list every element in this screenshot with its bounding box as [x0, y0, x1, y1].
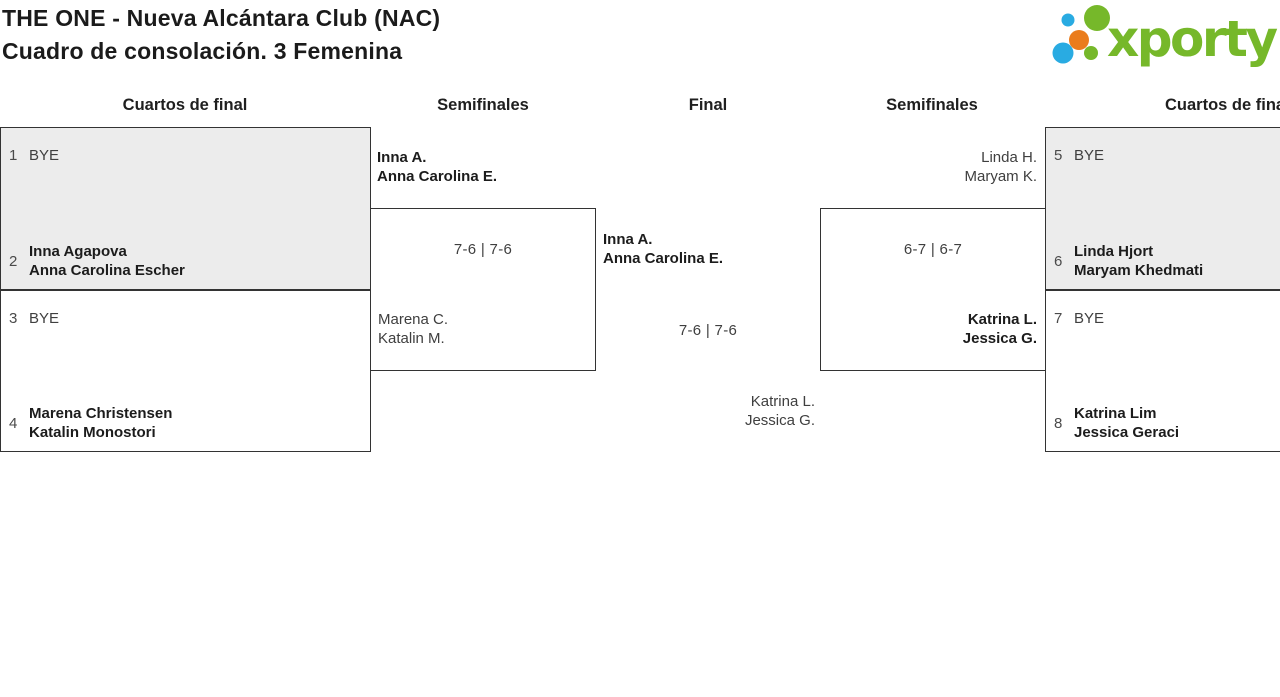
player-name-bye: BYE: [1074, 310, 1105, 327]
match-box-qf3[interactable]: 5 BYE 6 Linda Hjort Maryam Khedmati: [1045, 127, 1280, 290]
seed-number: 8: [1054, 414, 1063, 432]
page-title: THE ONE - Nueva Alcántara Club (NAC) Cua…: [2, 2, 440, 68]
player-name: Katrina L.: [750, 393, 815, 410]
sf-left-winner-label: Inna A. Anna Carolina E.: [377, 148, 497, 186]
match-score: 6-7 | 6-7: [903, 241, 963, 258]
tournament-title: THE ONE - Nueva Alcántara Club (NAC): [2, 5, 441, 31]
pair-names-winner: Katrina L. Jessica G.: [963, 310, 1037, 348]
sf-right-loser-label: Linda H. Maryam K.: [964, 148, 1037, 186]
match-box-qf4[interactable]: 7 BYE 8 Katrina Lim Jessica Geraci: [1045, 290, 1280, 452]
player-name-bye: BYE: [29, 310, 60, 327]
player-name: Maryam Khedmati: [1074, 262, 1204, 279]
player-name: Jessica G.: [744, 412, 815, 429]
pair-names: Katrina Lim Jessica Geraci: [1074, 404, 1179, 442]
pair-names: Inna Agapova Anna Carolina Escher: [29, 242, 185, 280]
player-name: Linda H.: [981, 149, 1037, 166]
player-name: Inna Agapova: [29, 243, 127, 260]
slot-seed-3: 3 BYE: [9, 309, 364, 328]
player-name: Linda Hjort: [1074, 243, 1154, 260]
match-box-sf-right[interactable]: 6-7 | 6-7 Katrina L. Jessica G.: [820, 208, 1046, 371]
player-name: Inna A.: [603, 231, 653, 248]
slot-seed-4: 4 Marena Christensen Katalin Monostori: [9, 404, 364, 442]
player-name-bye: BYE: [29, 147, 60, 164]
xporty-logo-text: xporty: [1107, 10, 1278, 68]
seed-number: 7: [1054, 310, 1063, 327]
pair-names-loser: Marena C. Katalin M.: [378, 310, 448, 348]
slot-seed-2: 2 Inna Agapova Anna Carolina Escher: [9, 242, 364, 280]
round-header-sf-left: Semifinales: [437, 96, 529, 114]
player-name: Marena C.: [378, 311, 449, 328]
match-box-qf2[interactable]: 3 BYE 4 Marena Christensen Katalin Monos…: [0, 290, 371, 452]
final-winner-label: Inna A. Anna Carolina E.: [603, 230, 723, 268]
player-name: Maryam K.: [964, 168, 1037, 185]
seed-number: 5: [1054, 147, 1063, 164]
seed-number: 2: [9, 252, 18, 270]
seed-number: 1: [9, 147, 18, 164]
player-name: Katrina Lim: [1074, 405, 1157, 422]
round-header-sf-right: Semifinales: [886, 96, 978, 114]
pair-names: Marena Christensen Katalin Monostori: [29, 404, 172, 442]
round-header-qf-left: Cuartos de final: [122, 96, 248, 114]
player-name: Marena Christensen: [29, 405, 173, 422]
xporty-logo-dots-icon: [1052, 5, 1110, 64]
player-name: Inna A.: [377, 149, 427, 166]
player-name: Katalin Monostori: [29, 424, 156, 441]
player-name: Anna Carolina Escher: [29, 262, 185, 279]
slot-seed-8: 8 Katrina Lim Jessica Geraci: [1054, 404, 1278, 442]
pair-names: Linda Hjort Maryam Khedmati: [1074, 242, 1203, 280]
slot-seed-5: 5 BYE: [1054, 146, 1278, 165]
slot-seed-6: 6 Linda Hjort Maryam Khedmati: [1054, 242, 1278, 280]
match-box-qf1[interactable]: 1 BYE 2 Inna Agapova Anna Carolina Esche…: [0, 127, 371, 290]
final-loser-label: Katrina L. Jessica G.: [745, 392, 815, 430]
player-name-bye: BYE: [1074, 147, 1105, 164]
round-header-qf-right: Cuartos de final: [1165, 96, 1280, 114]
seed-number: 3: [9, 310, 18, 327]
player-name: Anna Carolina E.: [603, 250, 724, 267]
player-name: Jessica Geraci: [1074, 424, 1180, 441]
player-name: Katrina L.: [967, 311, 1037, 328]
seed-number: 4: [9, 414, 18, 432]
seed-number: 6: [1054, 252, 1063, 270]
player-name: Anna Carolina E.: [377, 168, 498, 185]
xporty-logo[interactable]: xporty: [1046, 0, 1280, 72]
slot-seed-1: 1 BYE: [9, 146, 364, 165]
final-score: 7-6 | 7-6: [678, 322, 738, 339]
round-header-final: Final: [688, 96, 728, 114]
match-box-sf-left[interactable]: 7-6 | 7-6 Marena C. Katalin M.: [370, 208, 596, 371]
match-score: 7-6 | 7-6: [453, 241, 513, 258]
slot-seed-7: 7 BYE: [1054, 309, 1278, 328]
player-name: Jessica G.: [962, 330, 1037, 347]
player-name: Katalin M.: [378, 330, 445, 347]
draw-subtitle: Cuadro de consolación. 3 Femenina: [2, 38, 403, 64]
